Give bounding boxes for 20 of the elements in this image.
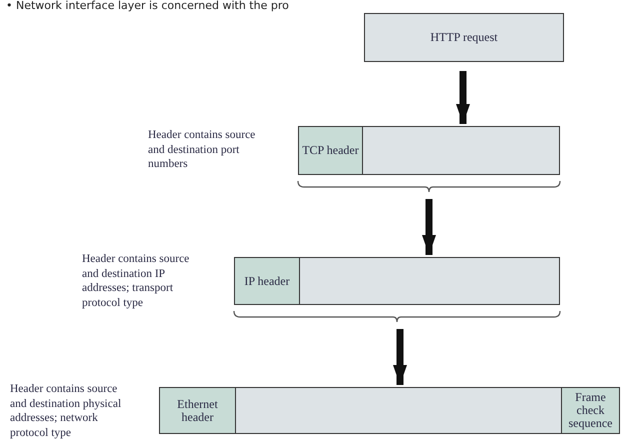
box-label: Ethernet header — [176, 398, 219, 424]
header-note: Header contains source and destination physical addresses; network protocol type — [10, 382, 122, 440]
header-field — [299, 127, 363, 174]
header-field — [160, 388, 236, 433]
box-label: Frame check sequence — [568, 391, 614, 430]
header-note: Header contains source and destination IP addresses; transport protocol type — [82, 252, 190, 310]
packet-box — [298, 126, 560, 175]
box-label: TCP header — [302, 144, 359, 157]
message-box — [364, 13, 564, 62]
box-label: IP header — [244, 274, 290, 288]
arrow — [422, 199, 436, 255]
packet-box — [159, 387, 620, 434]
bullet-text: • Network interface layer is concerned with the pro — [6, 0, 289, 12]
packet-box — [234, 257, 560, 305]
arrow — [456, 71, 470, 124]
arrow — [393, 329, 407, 385]
header-field — [561, 388, 619, 433]
header-note: Header contains source and destination port numbers — [148, 128, 256, 172]
box-label: HTTP request — [430, 30, 498, 45]
header-field — [235, 258, 300, 304]
